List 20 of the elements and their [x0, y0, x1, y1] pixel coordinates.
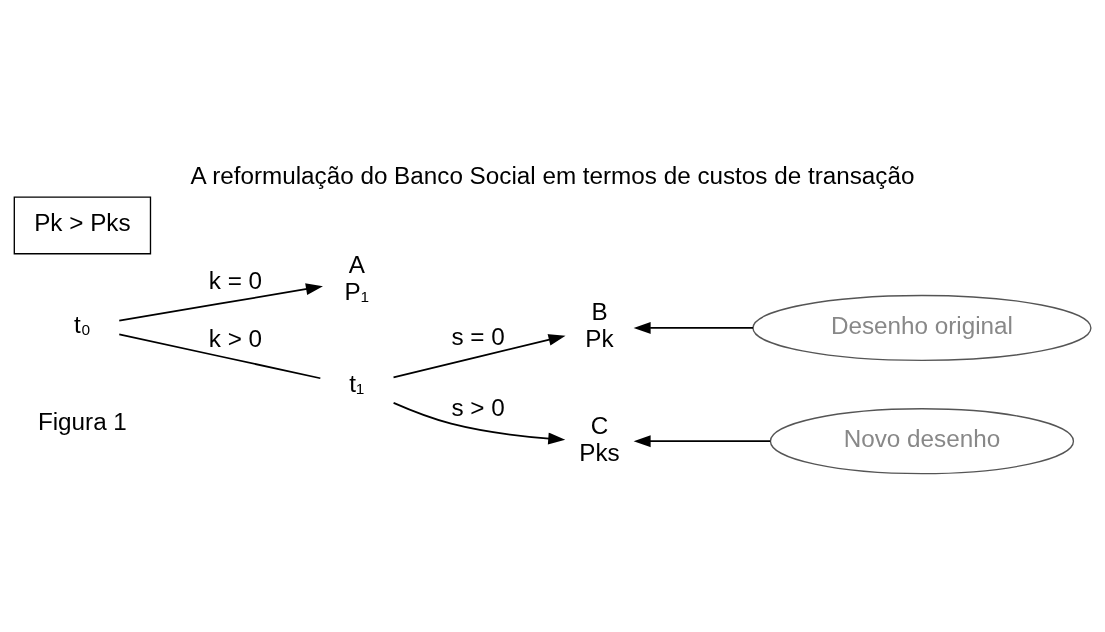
node-text: C Pks [579, 411, 620, 466]
arrow [633, 434, 772, 447]
node-text: B Pk [585, 297, 614, 352]
edge-label: s = 0 [451, 322, 505, 350]
node-ellipse: Novo desenho [769, 407, 1075, 474]
node-box: Pk > Pks [13, 195, 152, 254]
node-ellipse: Desenho original [752, 294, 1092, 361]
arrow [118, 282, 323, 321]
label: Figura 1 [37, 407, 127, 435]
edge-label: k > 0 [208, 324, 263, 352]
edge-label: k = 0 [208, 266, 263, 294]
arrow [392, 333, 566, 378]
arrow [392, 401, 566, 444]
edge-label: s > 0 [451, 393, 505, 421]
arrow [633, 321, 755, 334]
node-text: t₀ [73, 310, 91, 338]
node-text: t₁ [349, 369, 365, 397]
connector [118, 332, 322, 379]
diagram-title: A reformulação do Banco Social em termos de custos de transação [190, 161, 915, 189]
node-text: A P₁ [344, 250, 369, 305]
